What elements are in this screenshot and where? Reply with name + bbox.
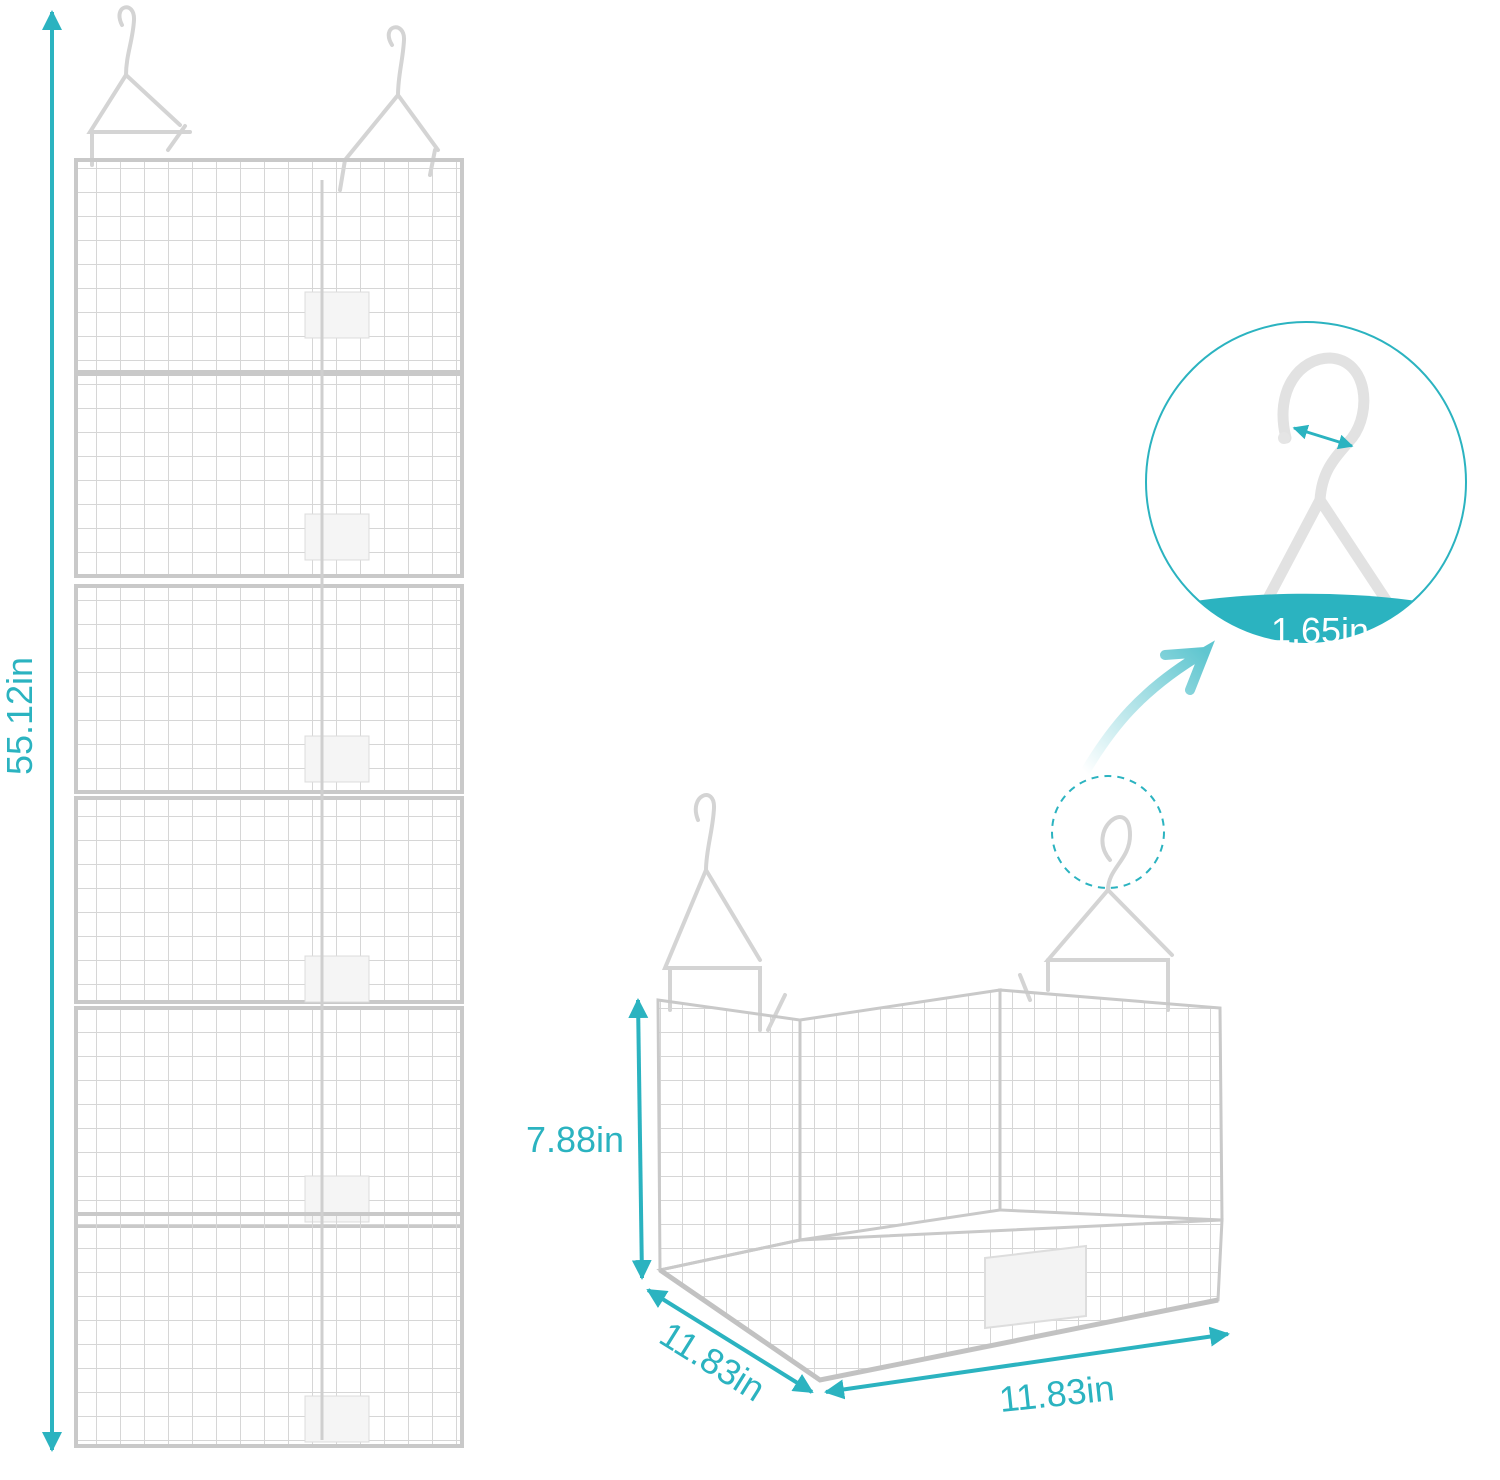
hook-icon — [86, 5, 442, 192]
hook-icon — [661, 793, 1174, 1032]
basket-height-label: 7.88in — [526, 1119, 624, 1160]
dimension-arrow-icon — [646, 1288, 814, 1394]
tower-tier — [74, 796, 464, 1004]
height-dimension: 55.12in — [0, 10, 62, 1452]
basket-height-dimension: 7.88in — [526, 998, 652, 1280]
hook-opening-label: 1.65in — [1271, 610, 1369, 651]
tower-tier — [74, 584, 464, 794]
height-label: 55.12in — [0, 657, 40, 775]
basket-width-label: 11.83in — [997, 1367, 1116, 1420]
tower-tier — [74, 1212, 464, 1448]
hanging-organizer-tower — [74, 5, 464, 1448]
zoom-callout-icon: 1.65in — [1145, 321, 1467, 651]
dimension-arrow-icon — [628, 998, 652, 1280]
tower-tier — [74, 158, 464, 374]
single-basket — [656, 775, 1224, 1383]
label-card — [984, 1244, 1087, 1330]
zoom-target-circle — [1051, 775, 1165, 889]
zoom-arrow — [1080, 640, 1215, 777]
hook-icon — [1258, 352, 1392, 612]
tower-tier — [74, 372, 464, 578]
tower-tier — [74, 1006, 464, 1228]
dimension-arrow-icon — [824, 1326, 1230, 1400]
